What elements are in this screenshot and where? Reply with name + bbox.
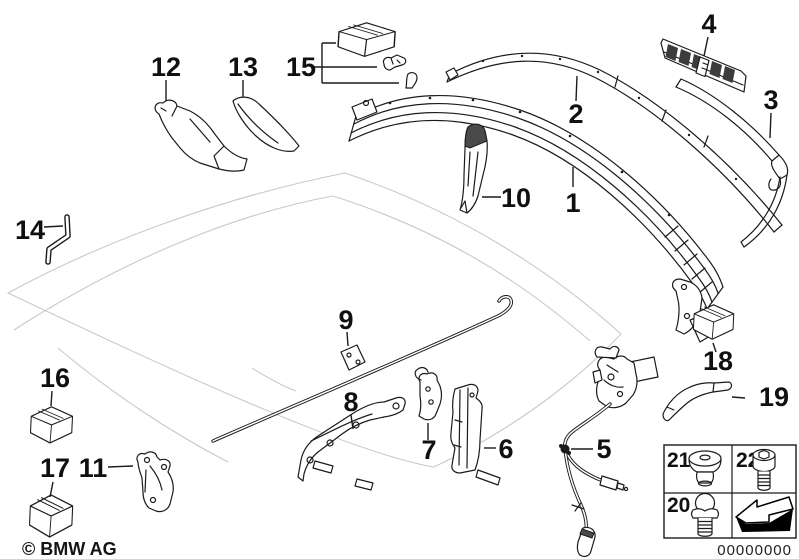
callout-6-label[interactable]: 6 xyxy=(498,434,513,464)
part-14-z-rod xyxy=(45,214,71,265)
parcel-box-icon xyxy=(337,22,396,58)
part-19-corner-gusset xyxy=(662,381,733,422)
callout-4-label[interactable]: 4 xyxy=(701,9,716,39)
part-15-fitting-kit xyxy=(337,22,418,89)
callout-11-label[interactable]: 11 xyxy=(79,453,108,483)
part-9-tension-cable xyxy=(211,295,514,443)
direction-arrow-icon xyxy=(735,496,794,532)
callout-18[interactable]: 18 xyxy=(703,342,733,376)
callout-1[interactable]: 1 xyxy=(565,167,581,218)
callout-8-label[interactable]: 8 xyxy=(343,387,358,417)
callout-8[interactable]: 8 xyxy=(343,387,359,430)
callout-2-label[interactable]: 2 xyxy=(568,99,583,129)
part-10-pillar-finisher xyxy=(459,123,488,214)
callout-9[interactable]: 9 xyxy=(338,305,354,347)
ball-head-bolt-icon xyxy=(690,492,720,537)
callout-7-label[interactable]: 7 xyxy=(421,435,436,465)
callout-17[interactable]: 17 xyxy=(40,453,70,498)
callout-16[interactable]: 16 xyxy=(40,363,70,407)
legend-cell-20[interactable]: 20 xyxy=(667,492,720,537)
legend-cell-21[interactable]: 21 xyxy=(667,449,722,487)
callout-19-label[interactable]: 19 xyxy=(759,382,789,412)
callout-7[interactable]: 7 xyxy=(421,423,437,465)
document-number: 00000000 xyxy=(717,542,792,559)
callout-18-label[interactable]: 18 xyxy=(703,346,733,376)
callout-19[interactable]: 19 xyxy=(731,382,789,412)
callout-3[interactable]: 3 xyxy=(763,85,779,139)
legend-cell-direction[interactable] xyxy=(735,496,794,532)
callout-15[interactable]: 15 xyxy=(286,42,399,84)
callout-14-label[interactable]: 14 xyxy=(15,215,45,245)
callout-1-label[interactable]: 1 xyxy=(565,188,580,218)
callout-10[interactable]: 10 xyxy=(482,183,531,213)
callout-12-label[interactable]: 12 xyxy=(151,52,181,82)
copyright-note: © BMW AG xyxy=(22,539,117,559)
callouts: 1 2 3 4 5 6 7 8 xyxy=(15,9,789,498)
callout-17-label[interactable]: 17 xyxy=(40,453,70,483)
part-13-trim-blade xyxy=(232,96,300,152)
callout-13-label[interactable]: 13 xyxy=(228,52,258,82)
part-16-parcel-box xyxy=(29,406,74,444)
callout-12[interactable]: 12 xyxy=(151,52,181,101)
legend-20-label[interactable]: 20 xyxy=(667,494,690,517)
callout-9-label[interactable]: 9 xyxy=(338,305,353,335)
legend-cell-22[interactable]: 22 xyxy=(736,448,776,491)
part-5-lock-cable-assembly xyxy=(559,345,659,557)
part-12-bracket xyxy=(154,99,248,172)
part-6-mount-bracket xyxy=(450,383,501,486)
callout-3-label[interactable]: 3 xyxy=(763,85,778,115)
legend-21-label[interactable]: 21 xyxy=(667,449,691,472)
callout-4[interactable]: 4 xyxy=(701,9,717,57)
part-1-header-rail xyxy=(348,94,724,343)
socket-head-screw-icon xyxy=(752,448,776,491)
callout-14[interactable]: 14 xyxy=(15,215,64,245)
part-11-corner-bracket xyxy=(136,451,174,513)
part-3-side-strip xyxy=(675,78,789,248)
callout-13[interactable]: 13 xyxy=(228,52,258,97)
fastener-legend-table: 21 22 20 xyxy=(663,444,797,539)
callout-2[interactable]: 2 xyxy=(568,75,584,129)
callout-5-label[interactable]: 5 xyxy=(596,434,611,464)
callout-15-label[interactable]: 15 xyxy=(286,52,316,82)
vehicle-top-outline xyxy=(6,172,622,468)
part-17-parcel-box xyxy=(28,494,74,538)
countersunk-rivet-icon xyxy=(688,450,722,487)
part-7-small-bracket xyxy=(414,366,443,421)
callout-11[interactable]: 11 xyxy=(79,453,134,483)
callout-6[interactable]: 6 xyxy=(484,434,514,464)
callout-16-label[interactable]: 16 xyxy=(40,363,70,393)
part-4-slatted-strip xyxy=(660,38,747,93)
callout-5[interactable]: 5 xyxy=(571,434,612,464)
part-8-support-bracket xyxy=(297,396,406,491)
part-2-trim-strip xyxy=(445,52,783,233)
callout-10-label[interactable]: 10 xyxy=(501,183,531,213)
